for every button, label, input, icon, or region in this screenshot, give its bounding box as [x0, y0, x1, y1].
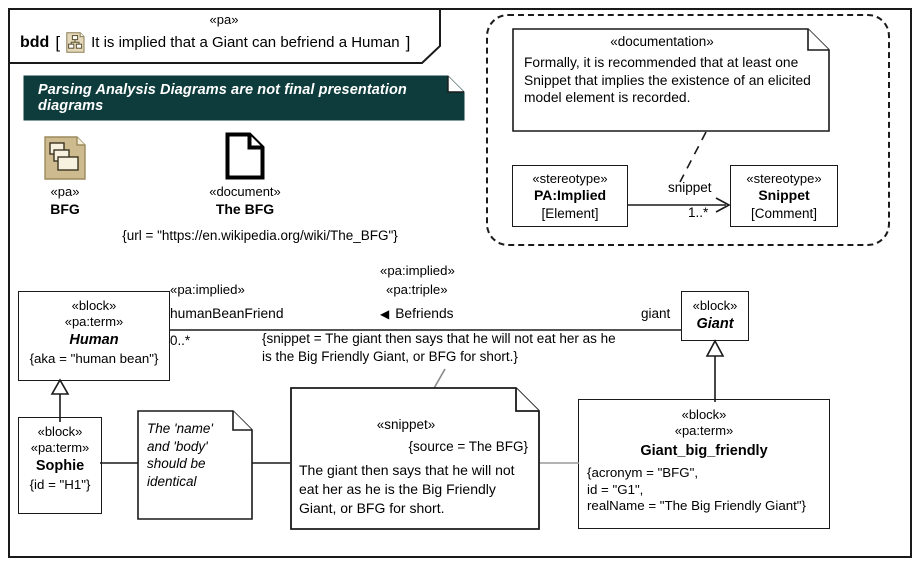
note-connector-mid	[252, 462, 290, 464]
note-connector-left	[100, 462, 138, 464]
block-properties: {aka = "human bean"}	[29, 351, 159, 366]
stereotype-base: [Comment]	[750, 206, 818, 221]
note-snippet: «snippet» {source = The BFG} The giant t…	[290, 387, 540, 530]
block-stereotype-1: «block»	[681, 407, 727, 422]
block-stereotype-2: «pa:term»	[30, 440, 90, 455]
block-stereotype-1: «block»	[692, 298, 738, 313]
profile-boundary	[486, 14, 890, 246]
documentation-note-body: Formally, it is recommended that at leas…	[524, 55, 811, 105]
note-name-body-text: The 'name' and 'body' should be identica…	[147, 420, 243, 490]
association-direction-arrow-icon: ◀	[380, 306, 390, 321]
block-stereotype-2: «pa:term»	[64, 314, 124, 329]
banner-note: Parsing Analysis Diagrams are not final …	[23, 75, 465, 121]
documentation-note-stereotype: «documentation»	[610, 34, 714, 49]
association-stereotype-mid-1: «pa:implied»	[380, 263, 455, 278]
block-stereotype-1: «block»	[71, 298, 117, 313]
note-name-body-shape	[137, 410, 253, 520]
note-line-2: and 'body'	[147, 438, 208, 454]
snippet-anchor-line	[432, 368, 446, 391]
bdd-package-icon	[66, 32, 85, 53]
pa-package-icon	[44, 136, 86, 180]
profile-association-line	[628, 197, 731, 213]
note-line-1: The 'name'	[147, 421, 213, 436]
frame-kind-label: bdd	[20, 33, 50, 51]
frame-title-row: bdd [ It is implied that a Giant can bef…	[20, 32, 410, 53]
documentation-note-shape	[512, 28, 830, 132]
block-giant-big-friendly[interactable]: «block» «pa:term» Giant_big_friendly {ac…	[578, 399, 830, 529]
stereotype-kind-label: «stereotype»	[532, 171, 608, 186]
document-stereotype: «document»	[209, 184, 281, 199]
stereotype-pa-implied[interactable]: «stereotype» PA:Implied [Element]	[512, 165, 628, 227]
frame-title: It is implied that a Giant can befriend …	[91, 34, 400, 51]
document-icon	[225, 132, 265, 180]
frame-bracket-close: ]	[405, 32, 411, 52]
frame-header-tab	[8, 8, 441, 64]
block-name: Giant_big_friendly	[640, 443, 768, 459]
frame-stereotype: «pa»	[209, 12, 239, 27]
block-sophie[interactable]: «block» «pa:term» Sophie {id = "H1"}	[18, 417, 102, 514]
block-property-line-1: {acronym = "BFG",	[587, 465, 699, 480]
block-giant[interactable]: «block» Giant	[681, 291, 749, 341]
note-connector-right	[539, 462, 579, 464]
block-human[interactable]: «block» «pa:term» Human {aka = "human be…	[18, 291, 170, 381]
document-name: The BFG	[215, 201, 275, 217]
association-end-role-right: giant	[641, 306, 671, 321]
stereotype-name: PA:Implied	[533, 187, 607, 203]
association-stereotype-mid-2: «pa:triple»	[386, 282, 448, 297]
generalization-gbf-giant	[705, 339, 725, 402]
note-line-3: should be	[147, 456, 206, 471]
package-stereotype: «pa»	[50, 184, 80, 199]
banner-note-text: Parsing Analysis Diagrams are not final …	[38, 82, 407, 114]
block-name: Human	[69, 332, 119, 348]
document-url-property: {url = "https://en.wikipedia.org/wiki/Th…	[122, 228, 398, 243]
note-line-4: identical	[147, 473, 197, 489]
stereotype-name: Snippet	[758, 187, 810, 203]
profile-association-role: snippet	[668, 180, 712, 195]
note-snippet-shape	[290, 387, 540, 530]
association-name-row: ◀ Befriends	[380, 306, 454, 321]
stereotype-kind-label: «stereotype»	[746, 171, 822, 186]
note-snippet-source-property: {source = The BFG}	[408, 439, 528, 454]
generalization-sophie-human	[50, 378, 70, 422]
documentation-note: «documentation» Formally, it is recommen…	[512, 28, 830, 132]
association-name: Befriends	[395, 306, 454, 321]
block-property-line-2: id = "G1",	[587, 481, 644, 497]
package-bfg[interactable]: «pa» BFG	[30, 136, 100, 217]
association-snippet-constraint: {snippet = The giant then says that he w…	[262, 331, 616, 364]
stereotype-base: [Element]	[541, 206, 599, 221]
profile-association-multiplicity: 1..*	[688, 205, 709, 220]
block-property-line-3: realName = "The Big Friendly Giant"}	[587, 498, 806, 513]
association-multiplicity-left: 0..*	[170, 333, 191, 348]
document-the-bfg[interactable]: «document» The BFG	[190, 132, 300, 217]
block-name: Sophie	[35, 458, 85, 474]
association-end-role-left: humanBeanFriend	[170, 306, 284, 321]
association-stereotype-left: «pa:implied»	[170, 282, 245, 297]
note-snippet-body: The giant then says that he will not eat…	[299, 462, 515, 516]
block-properties: {id = "H1"}	[29, 477, 91, 492]
frame-bracket-open: [	[55, 32, 61, 52]
banner-note-shape	[23, 75, 465, 121]
package-name: BFG	[50, 201, 80, 217]
stereotype-snippet[interactable]: «stereotype» Snippet [Comment]	[730, 165, 838, 227]
block-name: Giant	[696, 316, 734, 332]
note-snippet-stereotype: «snippet»	[376, 417, 436, 432]
note-name-body-identical: The 'name' and 'body' should be identica…	[137, 410, 253, 520]
frame-header-content: «pa» bdd [ It is implied that a Giant ca…	[8, 8, 440, 64]
block-stereotype-1: «block»	[37, 424, 83, 439]
block-stereotype-2: «pa:term»	[674, 423, 734, 438]
